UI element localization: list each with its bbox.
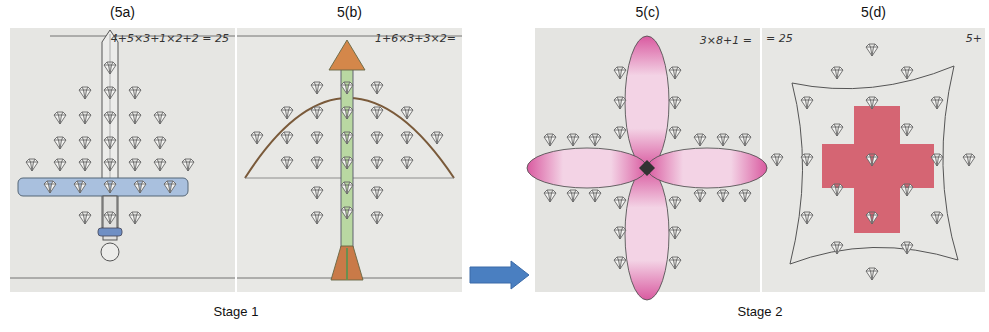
handwritten-equation: = 25: [766, 32, 793, 45]
cross-drawing: [771, 44, 975, 280]
photo-ground: [762, 28, 985, 292]
photo-panel: 5(d)= 255+: [762, 28, 985, 292]
flower-drawing: [527, 36, 767, 300]
photo-panel: 5(c)3×8+1 =: [535, 28, 760, 292]
stage-label: Stage 1: [214, 304, 259, 319]
photo-panel: 5(b)1+6×3+3×2=: [237, 28, 462, 292]
handwritten-equation: 4+5×3+1×2+2 = 25: [111, 32, 229, 45]
bow-drawing: [237, 36, 462, 280]
photo-panel: (5a)4+5×3+1×2+2 = 25: [10, 28, 235, 292]
block-arrow: [470, 261, 529, 289]
panel-label: (5a): [10, 4, 235, 20]
handwritten-equation: 1+6×3+3×2=: [375, 32, 456, 45]
panel-label: 5(c): [535, 4, 760, 20]
handwritten-equation: 5+: [966, 32, 982, 45]
panel-label: 5(b): [237, 4, 462, 20]
panel-label: 5(d): [762, 4, 985, 20]
sword-drawing: [10, 30, 235, 278]
photo-ground: [237, 28, 462, 292]
handwritten-equation: 3×8+1 =: [700, 34, 752, 47]
stage-label: Stage 2: [738, 304, 783, 319]
photo-ground: [10, 28, 235, 292]
